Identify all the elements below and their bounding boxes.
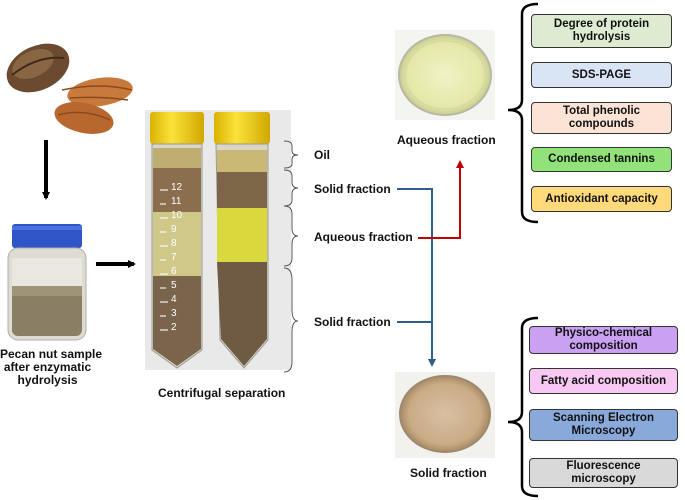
solid-dish-label: Solid fraction <box>410 466 487 480</box>
box-line: Antioxidant capacity <box>545 192 658 205</box>
pecan-sample-line-1: Pecan nut sample <box>0 347 103 361</box>
tube-scale-number: 10 <box>171 210 183 221</box>
solid-dish-image <box>395 372 495 458</box>
centrifugal-separation-label: Centrifugal separation <box>158 386 286 400</box>
box-line: Physico-chemical <box>554 327 653 339</box>
tube-scale-number: 5 <box>171 280 177 291</box>
aqueous-dish-label: Aqueous fraction <box>397 133 496 147</box>
box-line: Fatty acid composition <box>540 374 667 387</box>
aqueous-flow-line <box>418 160 464 239</box>
box-line: Scanning Electron <box>553 412 654 424</box>
analysis-scanning-electron-microscopy: Scanning Electron Microscopy <box>529 409 678 441</box>
analysis-sds-page: SDS-PAGE <box>531 62 672 88</box>
box-line: hydrolysis <box>572 31 631 43</box>
tube-scale-number: 12 <box>171 182 183 193</box>
tube-scale-number: 3 <box>171 308 177 319</box>
analysis-total-phenolic-compounds: Total phenolic compounds <box>531 102 672 134</box>
analysis-condensed-tannins: Condensed tannins <box>531 147 672 172</box>
box-line: Microscopy <box>571 425 636 437</box>
pecan-nuts-image <box>6 43 133 134</box>
pecan-sample-label: Pecan nut sample after enzymatic hydroly… <box>0 347 103 387</box>
sample-jar-image <box>7 224 87 341</box>
box-line: SDS-PAGE <box>571 68 632 81</box>
tube-scale-number: 8 <box>171 238 177 249</box>
pecan-sample-line-3: hydrolysis <box>17 373 78 387</box>
pecan-sample-line-2: after enzymatic <box>3 360 92 374</box>
analysis-braces <box>507 2 539 498</box>
solid-fraction-bottom-label: Solid fraction <box>314 315 391 329</box>
tube-scale-number: 11 <box>171 196 182 207</box>
tube-scale-number: 4 <box>171 294 177 305</box>
box-line: microscopy <box>571 473 636 485</box>
centrifuge-tubes-image <box>145 110 291 370</box>
box-line: compounds <box>568 118 635 130</box>
tube-scale-number: 7 <box>171 252 177 263</box>
analysis-physico-chemical-composition: Physico-chemical composition <box>529 326 678 354</box>
aqueous-dish-image <box>395 30 495 120</box>
box-line: Total phenolic <box>562 105 641 117</box>
box-line: Condensed tannins <box>548 153 655 165</box>
aqueous-fraction-mid-label: Aqueous fraction <box>314 230 413 244</box>
fraction-brackets <box>283 140 299 373</box>
tube-scale-number: 9 <box>171 224 177 235</box>
tube-scale-number: 2 <box>171 322 177 333</box>
box-line: composition <box>569 340 638 352</box>
box-line: Fluorescence <box>566 460 641 472</box>
solid-flow-lines <box>397 188 436 367</box>
box-line: Degree of protein <box>553 18 650 30</box>
analysis-fluorescence-microscopy: Fluorescence microscopy <box>529 458 678 488</box>
analysis-degree-of-protein-hydrolysis: Degree of protein hydrolysis <box>531 14 672 48</box>
analysis-fatty-acid-composition: Fatty acid composition <box>529 368 678 394</box>
solid-fraction-top-label: Solid fraction <box>314 182 391 196</box>
oil-label: Oil <box>314 148 331 162</box>
analysis-antioxidant-capacity: Antioxidant capacity <box>531 186 672 212</box>
tube-scale-number: 6 <box>171 266 177 277</box>
